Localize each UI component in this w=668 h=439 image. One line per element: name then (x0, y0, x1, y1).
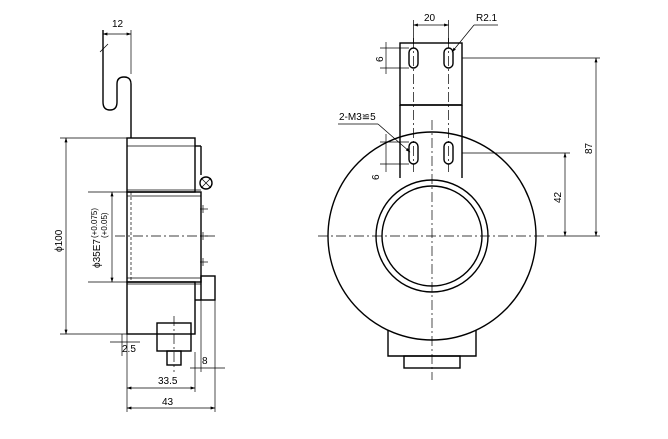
dim-text-offset-right: 8 (202, 356, 208, 367)
leader-radius (451, 24, 475, 53)
lower-housing (126, 281, 196, 335)
connector-plug (403, 355, 461, 369)
dim-text-slot-radius: R2.1 (476, 13, 498, 24)
dim-text-bore-tol-lower: (+0.05) (100, 212, 109, 238)
screw-mark (200, 177, 212, 189)
dim-text-slot-width-top: 6 (375, 56, 386, 62)
dim-text-depth-total: 43 (162, 397, 174, 408)
dim-text-outer-diameter: ϕ100 (54, 229, 65, 252)
dim-text-height-total: 87 (584, 142, 595, 154)
dim-text-depth-mid: 33.5 (158, 376, 178, 387)
leader-hole (377, 123, 411, 153)
bracket-stem (399, 105, 463, 178)
dim-text-top-width: 12 (112, 19, 124, 30)
dim-text-flange: 2.5 (122, 344, 136, 355)
dim-text-hole-label: 2-M3≌5 (339, 112, 376, 123)
dim-text-bore-diameter: ϕ35E7 (92, 239, 103, 268)
front-view (318, 20, 600, 380)
screw-circle (199, 176, 213, 190)
dim-text-height-center: 42 (553, 191, 564, 203)
dim-text-slot-spacing: 20 (424, 13, 436, 24)
hub-sleeve (126, 191, 202, 283)
side-view (60, 30, 225, 412)
spring-bracket (102, 30, 132, 138)
dim-tick (99, 43, 109, 53)
dim-text-bore-tol-upper: (+0.075) (90, 208, 99, 238)
dim-text-slot-width-mid: 6 (371, 174, 382, 180)
lower-tab (200, 275, 216, 301)
